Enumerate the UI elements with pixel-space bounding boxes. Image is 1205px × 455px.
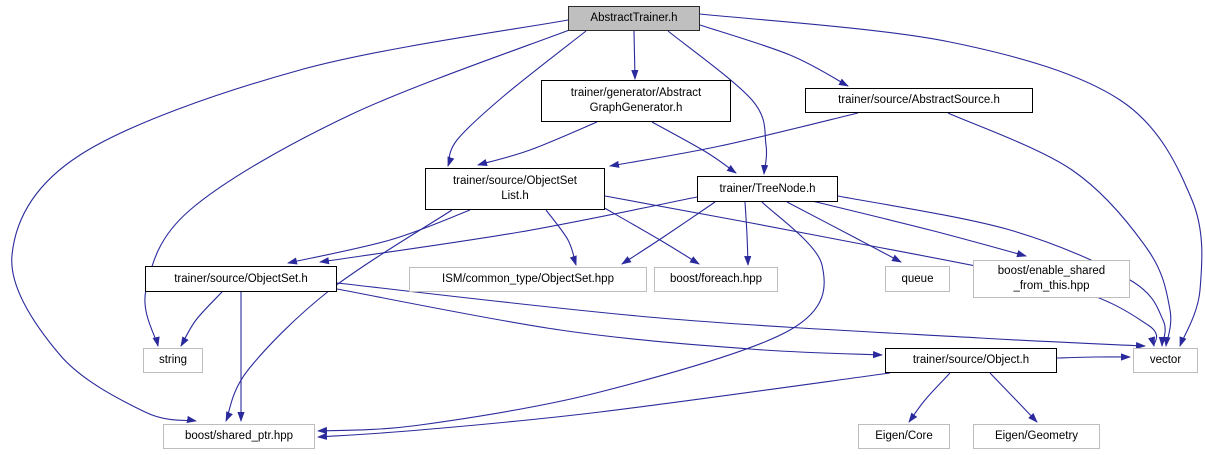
edge-object-h-to-eigen-geometry [989, 372, 1038, 423]
edge-abstract-trainer-to-boost-shared-ptr [11, 19, 569, 423]
node-eigen-geometry[interactable]: Eigen/Geometry [973, 424, 1100, 449]
node-string[interactable]: string [143, 348, 203, 373]
edge-abstract-source-to-object-set-list [609, 112, 859, 168]
edge-graph-generator-to-tree-node [651, 121, 737, 174]
edge-object-set-to-string [180, 291, 223, 347]
edge-object-set-list-to-boost-foreach [600, 205, 700, 265]
edge-object-set-list-to-object-set [287, 209, 471, 265]
edge-tree-node-to-boost-enable-shared [807, 199, 1027, 258]
edge-abstract-source-to-vector [947, 112, 1172, 347]
edge-object-set-to-object-h [336, 288, 883, 359]
node-boost-shared-ptr[interactable]: boost/shared_ptr.hpp [163, 424, 315, 449]
edge-object-set-list-to-boost-shared-ptr [225, 209, 453, 422]
edge-tree-node-to-boost-foreach [744, 201, 752, 266]
node-boost-foreach[interactable]: boost/foreach.hpp [654, 267, 778, 292]
node-ism-object-set[interactable]: ISM/common_type/ObjectSet.hpp [409, 267, 647, 292]
edge-object-h-to-eigen-core [908, 372, 951, 423]
edge-tree-node-to-boost-shared-ptr [317, 201, 825, 435]
node-abstract-trainer[interactable]: AbstractTrainer.h [568, 6, 700, 31]
edge-object-h-to-boost-shared-ptr [317, 372, 891, 440]
edge-object-h-to-vector [1056, 353, 1131, 361]
edge-object-set-to-vector [336, 282, 1146, 350]
edge-abstract-trainer-to-tree-node [667, 30, 769, 175]
node-object-set[interactable]: trainer/source/ObjectSet.h [145, 266, 337, 292]
node-eigen-core[interactable]: Eigen/Core [858, 424, 950, 449]
node-object-set-list[interactable]: trainer/source/ObjectSet List.h [425, 168, 605, 210]
edge-object-set-list-to-ism-object-set [545, 209, 577, 266]
node-object-h[interactable]: trainer/source/Object.h [885, 348, 1057, 373]
edge-tree-node-to-ism-object-set [621, 201, 716, 265]
edge-abstract-trainer-to-graph-generator [631, 30, 639, 80]
node-vector[interactable]: vector [1133, 348, 1198, 373]
node-boost-enable-shared[interactable]: boost/enable_shared _from_this.hpp [973, 260, 1130, 298]
node-tree-node[interactable]: trainer/TreeNode.h [697, 176, 838, 202]
edge-abstract-trainer-to-abstract-source [699, 24, 849, 87]
node-graph-generator[interactable]: trainer/generator/Abstract GraphGenerato… [541, 80, 731, 122]
node-queue[interactable]: queue [885, 266, 950, 292]
edge-abstract-trainer-to-object-set-list [447, 30, 587, 167]
edge-abstract-trainer-to-vector [699, 13, 1203, 347]
edge-graph-generator-to-object-set-list [477, 121, 598, 166]
edge-tree-node-to-queue [786, 201, 902, 263]
node-abstract-source[interactable]: trainer/source/AbstractSource.h [805, 88, 1033, 113]
edge-tree-node-to-object-set [319, 196, 698, 265]
